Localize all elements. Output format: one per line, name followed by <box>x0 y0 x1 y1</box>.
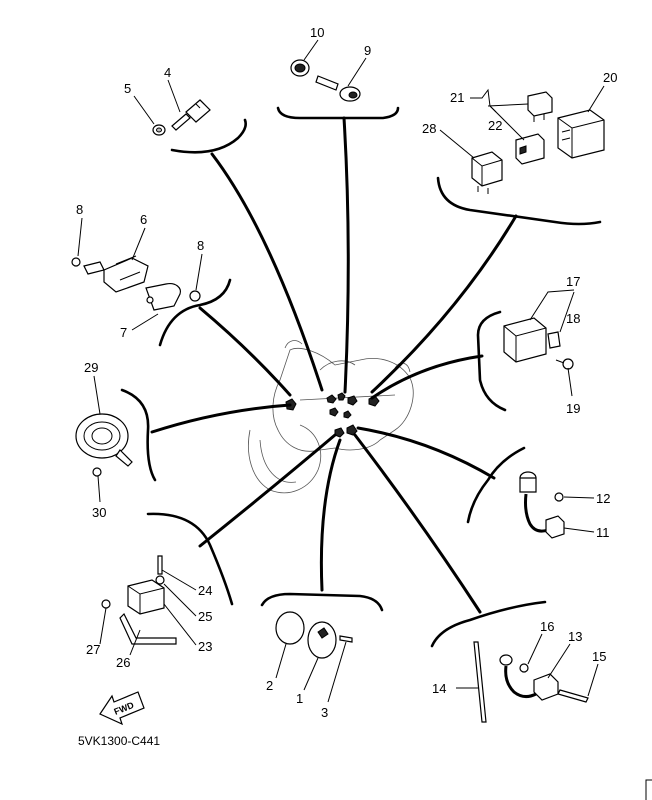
screw-8-right <box>189 290 201 302</box>
callout-29: 29 <box>84 360 98 375</box>
callout-30: 30 <box>92 505 106 520</box>
callout-3: 3 <box>321 705 328 720</box>
motorcycle-silhouette <box>248 340 414 494</box>
callout-13: 13 <box>568 629 582 644</box>
sensor-13 <box>533 673 559 701</box>
crop-mark <box>645 779 652 800</box>
callout-20: 20 <box>603 70 617 85</box>
bolt-15 <box>557 689 589 703</box>
group-actuator-23-27 <box>101 555 177 645</box>
relay-21 <box>527 91 553 117</box>
callout-16: 16 <box>540 619 554 634</box>
o-ring-2 <box>275 611 305 645</box>
callout-numbers: 4 5 10 9 20 21 22 28 8 6 8 7 17 18 19 29… <box>76 25 617 720</box>
callout-7: 7 <box>120 325 127 340</box>
callout-8-right: 8 <box>197 238 204 253</box>
unit-17 <box>503 317 547 363</box>
screw-8-left <box>71 257 81 267</box>
callout-19: 19 <box>566 401 580 416</box>
callout-6: 6 <box>140 212 147 227</box>
group-sensor-13-16 <box>473 641 589 723</box>
bolt-12 <box>554 492 564 502</box>
washer-25 <box>155 575 165 585</box>
callout-21: 21 <box>450 90 464 105</box>
cable-tie-14 <box>473 641 487 723</box>
callout-22: 22 <box>488 118 502 133</box>
bolt-30 <box>92 467 102 477</box>
bolt-3 <box>339 635 353 643</box>
bolt-19 <box>562 358 574 370</box>
sensor-1 <box>307 621 337 659</box>
callout-10: 10 <box>310 25 324 40</box>
bracket-26 <box>119 612 177 645</box>
callout-17: 17 <box>566 274 580 289</box>
leader-spokes <box>150 116 518 614</box>
callout-2: 2 <box>266 678 273 693</box>
group-sensor-6-8 <box>71 255 201 311</box>
relay-28 <box>471 151 503 187</box>
callout-9: 9 <box>364 43 371 58</box>
coupler-22 <box>515 133 545 165</box>
callout-12: 12 <box>596 491 610 506</box>
relay-20 <box>557 109 605 159</box>
sensor-4 <box>171 113 191 131</box>
callout-28: 28 <box>422 121 436 136</box>
callout-27: 27 <box>86 642 100 657</box>
group-sensor-11-12 <box>519 471 565 539</box>
callout-5: 5 <box>124 81 131 96</box>
group-unit-17-19 <box>503 317 574 370</box>
group-horn-29-30 <box>75 413 133 477</box>
callout-4: 4 <box>164 65 171 80</box>
callout-18: 18 <box>566 311 580 326</box>
screw-16 <box>519 663 529 673</box>
sensor-11 <box>545 515 565 539</box>
group-brackets <box>120 106 602 648</box>
connector-points <box>285 392 380 438</box>
callout-1: 1 <box>296 691 303 706</box>
forward-arrow: FWD <box>99 691 145 726</box>
group-switch-9-10 <box>290 59 361 102</box>
callout-24: 24 <box>198 583 212 598</box>
group-sensor-1-3 <box>275 611 353 659</box>
callout-26: 26 <box>116 655 130 670</box>
horn-29 <box>75 413 129 459</box>
bolt-24 <box>157 555 163 575</box>
bolt-27 <box>101 599 111 609</box>
callout-15: 15 <box>592 649 606 664</box>
sensor-6 <box>103 257 149 293</box>
callout-11: 11 <box>596 525 610 540</box>
switch-9 <box>315 75 339 91</box>
callout-14: 14 <box>432 681 446 696</box>
callout-25: 25 <box>198 609 212 624</box>
callout-8-left: 8 <box>76 202 83 217</box>
drawing-code: 5VK1300-C441 <box>78 734 160 748</box>
callout-leaders <box>77 39 605 703</box>
callout-23: 23 <box>198 639 212 654</box>
bracket-7 <box>145 283 181 311</box>
group-sensor-4-5 <box>152 99 211 136</box>
part-18 <box>547 331 561 349</box>
group-relays-20-28 <box>471 91 605 194</box>
actuator-23 <box>127 579 165 615</box>
